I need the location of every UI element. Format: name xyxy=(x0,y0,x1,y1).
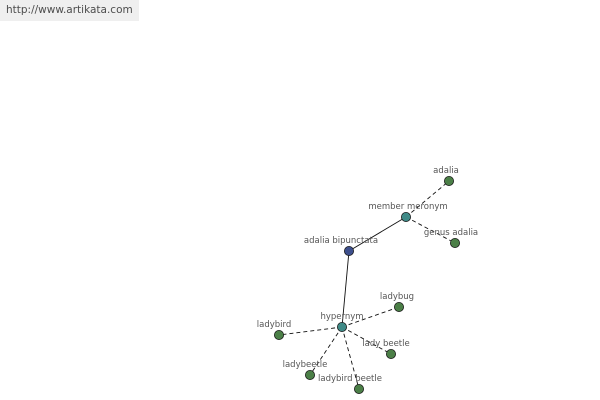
node-label-lady-beetle: lady beetle xyxy=(362,339,409,349)
node-label-adalia: adalia xyxy=(433,166,459,176)
node-adalia[interactable] xyxy=(443,175,454,186)
node-ladybird-beetle[interactable] xyxy=(353,383,364,394)
node-label-adalia-bipunctata: adalia bipunctata xyxy=(304,236,378,246)
node-label-ladybug: ladybug xyxy=(380,292,414,302)
source-link[interactable]: http://www.artikata.com xyxy=(0,0,139,21)
graph-nodes xyxy=(273,175,460,394)
graph-labels: adalia bipunctata member meronym hypernym a… xyxy=(257,166,478,384)
node-ladybeetle[interactable] xyxy=(304,369,315,380)
graph-edges xyxy=(278,180,456,390)
node-member-meronym[interactable] xyxy=(400,211,411,222)
node-ladybug[interactable] xyxy=(393,301,404,312)
node-label-genus-adalia: genus adalia xyxy=(424,228,478,238)
edge-member-meronym-adalia xyxy=(405,180,450,218)
edge-adalia-bipunctata-hypernym xyxy=(341,250,350,328)
edge-hypernym-lady-beetle xyxy=(341,326,392,355)
edge-hypernym-ladybeetle xyxy=(309,326,343,376)
edge-adalia-bipunctata-member-meronym xyxy=(348,216,407,252)
node-ladybird[interactable] xyxy=(273,329,284,340)
edge-hypernym-ladybug xyxy=(341,306,400,328)
node-label-ladybeetle: ladybeetle xyxy=(283,360,328,370)
node-adalia-bipunctata[interactable] xyxy=(343,245,354,256)
edge-hypernym-ladybird xyxy=(278,326,343,336)
node-label-ladybird-beetle: ladybird beetle xyxy=(318,374,382,384)
node-label-member-meronym: member meronym xyxy=(368,202,447,212)
edge-hypernym-ladybird-beetle xyxy=(341,326,360,390)
node-genus-adalia[interactable] xyxy=(449,237,460,248)
edge-member-meronym-genus-adalia xyxy=(405,216,456,244)
node-lady-beetle[interactable] xyxy=(385,348,396,359)
node-label-ladybird: ladybird xyxy=(257,320,292,330)
node-hypernym[interactable] xyxy=(336,321,347,332)
node-label-hypernym: hypernym xyxy=(320,312,363,322)
